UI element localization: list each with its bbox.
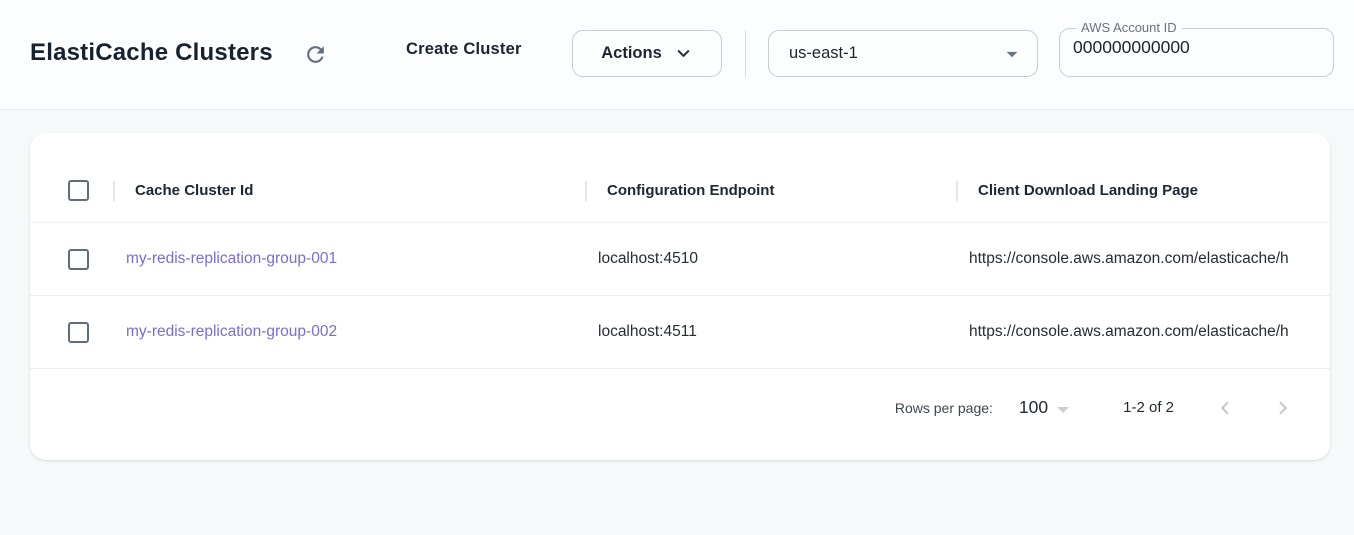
column-header-configuration-endpoint[interactable]: Configuration Endpoint xyxy=(585,159,956,222)
caret-down-icon xyxy=(1057,407,1069,413)
header-divider xyxy=(745,30,746,77)
region-select-value: us-east-1 xyxy=(789,44,858,63)
pagination-range-label: 1-2 of 2 xyxy=(1123,399,1174,416)
column-separator xyxy=(113,180,115,201)
actions-button-label: Actions xyxy=(601,44,662,63)
app-header: ElastiCache Clusters Create Cluster Acti… xyxy=(0,0,1354,110)
client-download-landing-page-cell: https://console.aws.amazon.com/elasticac… xyxy=(956,323,1330,341)
actions-button[interactable]: Actions xyxy=(572,30,722,77)
table-row: my-redis-replication-group-002 localhost… xyxy=(30,296,1330,369)
rows-per-page-select[interactable]: 100 xyxy=(1019,397,1069,418)
refresh-icon xyxy=(303,42,328,67)
account-id-field: AWS Account ID xyxy=(1059,21,1334,77)
cluster-link[interactable]: my-redis-replication-group-001 xyxy=(126,250,337,267)
cache-cluster-id-cell: my-redis-replication-group-002 xyxy=(113,323,585,341)
cluster-link[interactable]: my-redis-replication-group-002 xyxy=(126,323,337,340)
next-page-button[interactable] xyxy=(1270,395,1296,421)
row-checkbox[interactable] xyxy=(68,249,89,270)
region-select[interactable]: us-east-1 xyxy=(768,30,1038,77)
page-title: ElastiCache Clusters xyxy=(30,39,273,67)
clusters-table-card: Cache Cluster Id Configuration Endpoint … xyxy=(30,133,1330,460)
chevron-down-icon xyxy=(674,44,693,63)
create-cluster-button[interactable]: Create Cluster xyxy=(406,40,522,59)
account-id-label: AWS Account ID xyxy=(1076,21,1182,35)
chevron-left-icon xyxy=(1212,395,1238,421)
select-all-checkbox[interactable] xyxy=(68,180,89,201)
column-separator xyxy=(956,180,958,201)
select-all-cell xyxy=(30,180,113,201)
arrow-dropdown-icon xyxy=(999,41,1025,67)
table-header-row: Cache Cluster Id Configuration Endpoint … xyxy=(30,159,1330,223)
configuration-endpoint-cell: localhost:4511 xyxy=(585,323,956,341)
column-separator xyxy=(585,180,587,201)
account-id-input[interactable] xyxy=(1073,35,1320,66)
previous-page-button[interactable] xyxy=(1212,395,1238,421)
client-download-landing-page-cell: https://console.aws.amazon.com/elasticac… xyxy=(956,250,1330,268)
cache-cluster-id-cell: my-redis-replication-group-001 xyxy=(113,250,585,268)
table-pagination: Rows per page: 100 1-2 of 2 xyxy=(30,369,1330,460)
table-row: my-redis-replication-group-001 localhost… xyxy=(30,223,1330,296)
rows-per-page-value: 100 xyxy=(1019,397,1048,418)
refresh-button[interactable] xyxy=(301,40,329,68)
row-select-cell xyxy=(30,249,113,270)
row-select-cell xyxy=(30,322,113,343)
row-checkbox[interactable] xyxy=(68,322,89,343)
column-header-cache-cluster-id[interactable]: Cache Cluster Id xyxy=(113,159,585,222)
column-header-client-download-landing-page[interactable]: Client Download Landing Page xyxy=(956,159,1330,222)
rows-per-page-label: Rows per page: xyxy=(895,400,993,416)
configuration-endpoint-cell: localhost:4510 xyxy=(585,250,956,268)
chevron-right-icon xyxy=(1270,395,1296,421)
